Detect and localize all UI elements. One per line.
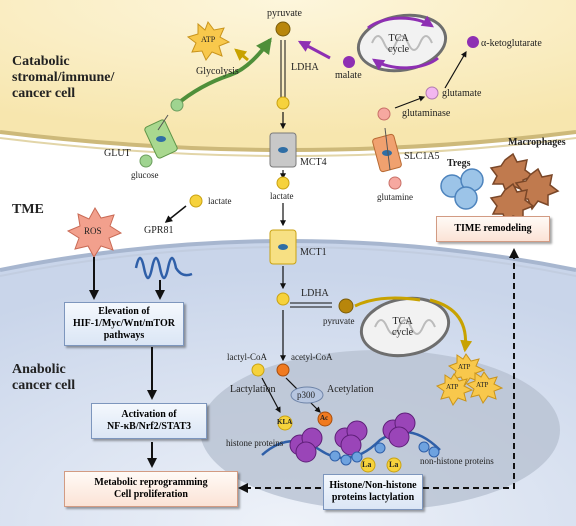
glucose-label: glucose xyxy=(131,170,159,180)
activation-box: Activation of NF-κB/Nrf2/STAT3 xyxy=(91,403,207,439)
anabolic-label: Anabolic cancer cell xyxy=(12,362,76,393)
glutamine-label: glutamine xyxy=(377,192,413,202)
lactylation-result-box: Histone/Non-histone proteins lactylation xyxy=(323,474,423,510)
non-histone-label: non-histone proteins xyxy=(420,456,494,466)
lactylation-label: Lactylation xyxy=(230,384,276,395)
glycolysis-label: Glycolysis xyxy=(196,66,239,77)
gpr81-label: GPR81 xyxy=(144,225,174,236)
mitochondrion-bottom xyxy=(354,296,473,358)
atp-label-top: ATP xyxy=(201,35,216,44)
tregs-cells xyxy=(440,168,484,210)
la-label-1: La xyxy=(362,460,372,469)
atp-label-b1: ATP xyxy=(458,363,471,371)
lactate-label-top: lactate xyxy=(270,191,294,201)
lactate-label-tme: lactate xyxy=(208,196,232,206)
atp-star-top xyxy=(186,20,231,61)
mct4-label: MCT4 xyxy=(300,157,327,168)
glutamate-label: glutamate xyxy=(442,88,482,99)
ldha-label-top: LDHA xyxy=(291,62,319,73)
ac-label: Ac xyxy=(320,414,329,422)
lactyl-coa-label: lactyl-CoA xyxy=(227,352,267,362)
alpha-kg-label: α-ketoglutarate xyxy=(481,38,542,49)
mct1-label: MCT1 xyxy=(300,247,327,258)
tregs-label: Tregs xyxy=(447,158,471,169)
pyruvate-label-top: pyruvate xyxy=(267,8,302,19)
histone-clusters xyxy=(289,412,416,463)
ldha-label-bottom: LDHA xyxy=(301,288,329,299)
la-label-2: La xyxy=(389,460,399,469)
acetylation-label: Acetylation xyxy=(327,384,374,395)
time-remodeling-box: TIME remodeling xyxy=(436,216,550,242)
atp-label-b2: ATP xyxy=(446,383,459,391)
macrophages-label: Macrophages xyxy=(508,137,566,148)
histone-proteins-label: histone proteins xyxy=(226,438,284,448)
pyruvate-label-bottom: pyruvate xyxy=(323,316,355,326)
slc1a5-label: SLC1A5 xyxy=(404,151,440,162)
malate-label: malate xyxy=(335,70,362,81)
elevation-box: Elevation of HIF-1/Myc/Wnt/mTOR pathways xyxy=(64,302,184,346)
mitochondrion-top xyxy=(356,13,448,73)
tca-label-bottom: TCA cycle xyxy=(392,316,414,338)
catabolic-label: Catabolic stromal/immune/ cancer cell xyxy=(12,54,115,101)
ros-label: ROS xyxy=(84,226,102,236)
atp-label-b3: ATP xyxy=(476,381,489,389)
kla-label: KLA xyxy=(277,418,293,426)
tme-label: TME xyxy=(12,202,44,217)
macrophage-cells xyxy=(489,152,560,226)
p300-label: p300 xyxy=(297,390,315,400)
glut-label: GLUT xyxy=(104,148,131,159)
tca-label-top: TCA cycle xyxy=(388,33,410,55)
acetyl-coa-label: acetyl-CoA xyxy=(291,352,333,362)
glutaminase-label: glutaminase xyxy=(402,108,451,119)
metabolic-box: Metabolic reprogramming Cell proliferati… xyxy=(64,471,238,507)
